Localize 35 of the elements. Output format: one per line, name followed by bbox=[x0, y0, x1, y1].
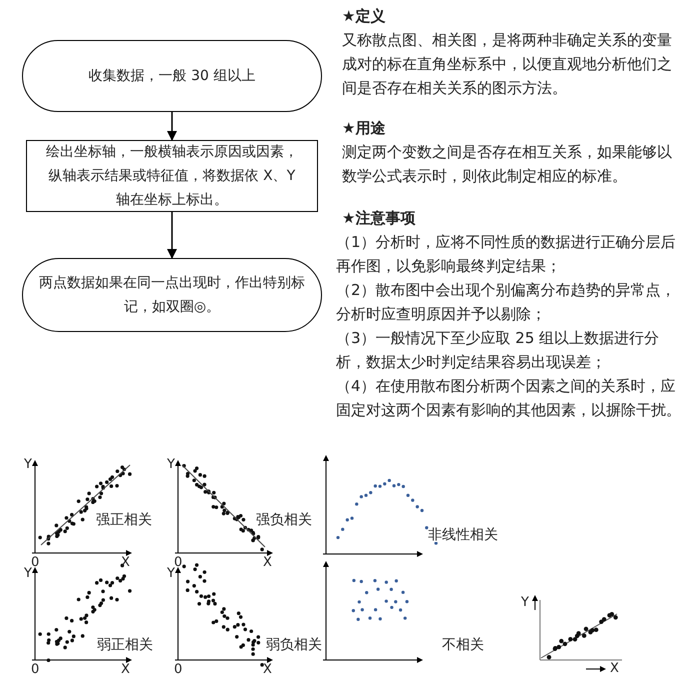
axis-label: Y bbox=[167, 458, 175, 472]
definition-text: 又称散点图、相关图，是将两种非确定关系的变量成对的标在直角坐标系中，以便直观地分析他们之间是否存在相关关系的图示方法。 bbox=[342, 30, 673, 99]
step-text: 两点数据如果在同一点出现时，作出特别标记，如双圈◎。 bbox=[39, 274, 305, 317]
process-box bbox=[26, 140, 318, 212]
plot-caption: 非线性相关 bbox=[428, 528, 498, 542]
axis-label: 0 bbox=[174, 663, 182, 677]
axis-label: X bbox=[121, 556, 130, 570]
section-heading: ★定义 bbox=[342, 6, 386, 27]
arrow bbox=[167, 112, 177, 141]
axis-label: Y bbox=[167, 567, 175, 581]
axis-label: X bbox=[121, 663, 130, 677]
plot-caption: 不相关 bbox=[442, 638, 484, 652]
note-text: （4）在使用散布图分析两个因素之间的关系时，应固定对这两个因素有影响的其他因素，以摒除干扰。 bbox=[336, 376, 682, 421]
axis-label: X bbox=[263, 556, 272, 570]
step-text: 绘出坐标轴，一般横轴表示原因或因素，纵轴表示结果或特征值，将数据依 X、Y 轴在坐标上标出。 bbox=[45, 143, 299, 210]
usage-text: 测定两个变数之间是否存在相互关系，如果能够以数学公式表示时，则依此制定相应的标准。 bbox=[342, 142, 673, 187]
axis-label: 0 bbox=[31, 556, 40, 570]
axis-label: Y bbox=[521, 596, 529, 610]
arrow bbox=[167, 212, 177, 259]
step-text: 收集数据，一般 30 组以上 bbox=[88, 67, 256, 86]
plot-caption: 强正相关 bbox=[96, 513, 152, 527]
note-text: （3）一般情况下至少应取 25 组以上数据进行分析，数据太少时判定结果容易出现误差； bbox=[336, 328, 660, 373]
plot-caption: 弱正相关 bbox=[97, 638, 153, 652]
note-text: （1）分析时，应将不同性质的数据进行正确分层后再作图，以免影响最终判定结果； bbox=[336, 232, 677, 277]
note-text: （2）散布图中会出现个别偏离分布趋势的异常点，分析时应查明原因并予以剔除； bbox=[336, 280, 677, 325]
axis-label: X bbox=[610, 662, 619, 676]
axis-label: Y bbox=[24, 567, 32, 581]
axis-label: 0 bbox=[31, 663, 40, 677]
section-heading: ★注意事项 bbox=[342, 208, 416, 229]
axis-label: 0 bbox=[174, 556, 182, 570]
section-heading: ★用途 bbox=[342, 118, 386, 139]
axis-label: Y bbox=[24, 458, 32, 472]
plot-caption: 强负相关 bbox=[256, 513, 312, 527]
axis-label: X bbox=[263, 663, 272, 677]
plot-caption: 弱负相关 bbox=[266, 638, 322, 652]
